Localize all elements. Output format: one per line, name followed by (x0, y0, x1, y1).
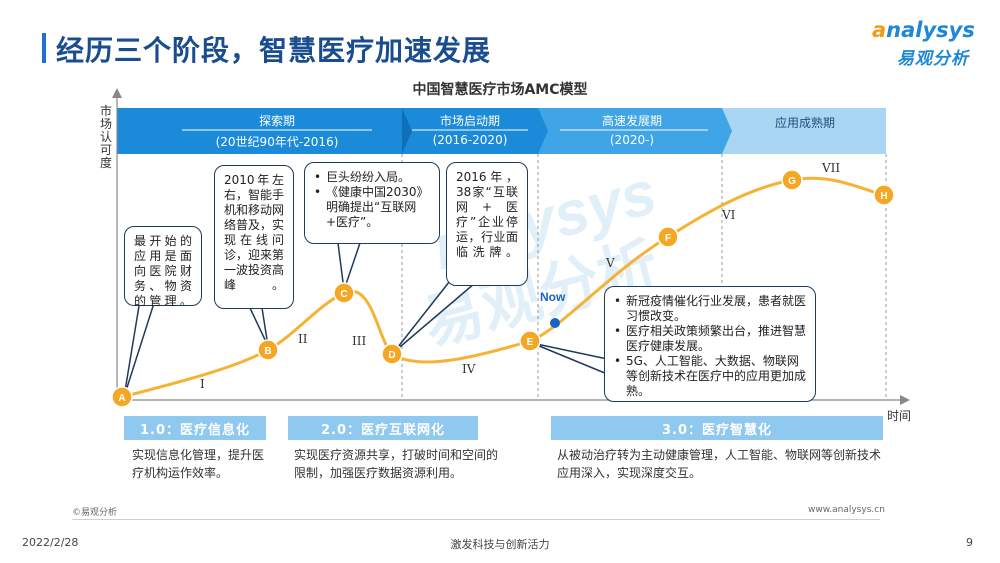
callout-bubble-3: 巨头纷纷入局。 《健康中国2030》明确提出“互联网+医疗”。 (304, 162, 440, 244)
y-axis-label: 市场认可度 (99, 104, 112, 170)
node-G: G (781, 169, 803, 191)
segment-label-1: I (200, 377, 205, 391)
brand-logo: analysys (872, 18, 975, 42)
title-accent-bar (42, 33, 46, 63)
pointer-bubble-5 (531, 342, 613, 377)
callout-bubble-4: 2016年，38家“互联网+医疗”企业停运，行业面临洗牌。 (446, 162, 528, 286)
node-A-label: A (118, 393, 125, 404)
stage-4-name: 应用成熟期 (774, 116, 835, 130)
callout-bubble-5-item-3: 5G、人工智能、大数据、物联网等创新技术在医疗中的应用更加成熟。 (614, 354, 806, 399)
phase-desc-3: 从被动治疗转为主动健康管理，人工智能、物联网等创新技术应用深入，实现深度交互。 (557, 448, 882, 480)
segment-label-4: IV (462, 362, 476, 376)
stage-band-1 (117, 108, 402, 154)
node-E-label: E (527, 337, 534, 348)
phase-label-2: 2.0：医疗互联网化 (288, 416, 478, 440)
callout-bubble-1: 最开始的应用是面向医院财务、物资的管理。 (124, 226, 202, 308)
stage-band-4 (722, 108, 886, 154)
node-F-circle (657, 226, 679, 248)
page-number: 9 (966, 536, 973, 549)
footer-slogan: 激发科技与创新活力 (450, 538, 550, 551)
node-C: C (333, 282, 355, 304)
segment-label-7: VII (821, 161, 840, 175)
callout-bubble-3-item-2: 《健康中国2030》明确提出“互联网+医疗”。 (314, 185, 430, 230)
node-A-circle (111, 386, 133, 408)
stage-2-name: 市场启动期 (439, 114, 500, 128)
callout-bubble-5: 新冠疫情催化行业发展，患者就医习惯改变。 医疗相关政策频繁出台，推进智慧医疗健康… (604, 286, 816, 402)
phase-label-1: 1.0：医疗信息化 (124, 416, 266, 440)
stage-3-period: (2020-) (609, 133, 655, 147)
node-D-circle (381, 343, 403, 365)
node-G-circle (781, 169, 803, 191)
node-B: B (257, 339, 279, 361)
callout-bubble-5-item-2: 医疗相关政策频繁出台，推进智慧医疗健康发展。 (614, 324, 806, 354)
diagram-title: 中国智慧医疗市场AMC模型 (412, 82, 588, 98)
node-D-label: D (388, 350, 395, 361)
phase-label-3: 3.0：医疗智慧化 (551, 416, 883, 440)
stage-arrow-2 (538, 108, 548, 154)
now-marker (550, 318, 560, 328)
x-axis-arrow (900, 395, 910, 405)
node-A: A (111, 386, 133, 408)
x-axis-label: 时间 (887, 409, 912, 423)
node-G-label: G (788, 176, 796, 187)
node-C-label: C (340, 289, 347, 300)
segment-label-6: VI (721, 208, 736, 222)
page-title: 经历三个阶段，智慧医疗加速发展 (56, 34, 492, 67)
y-axis-arrow (112, 88, 122, 98)
node-D: D (381, 343, 403, 365)
callout-bubble-3-item-1: 巨头纷纷入局。 (314, 170, 430, 185)
footer-date: 2022/2/28 (22, 536, 79, 549)
brand-logo-cn: 易观分析 (897, 49, 969, 69)
node-F-label: F (665, 233, 671, 244)
brand-logo-rest: nalysys (886, 18, 975, 42)
node-H-circle (873, 184, 895, 206)
node-F: F (657, 226, 679, 248)
website-url: www.analysys.cn (808, 505, 885, 515)
stage-arrow-1 (402, 108, 412, 154)
copyright-text: ©易观分析 (72, 508, 118, 518)
phase-desc-1: 实现信息化管理，提升医疗机构运作效率。 (132, 448, 265, 480)
node-H: H (873, 184, 895, 206)
stage-band-3 (538, 108, 722, 154)
stage-1-name: 探索期 (258, 114, 295, 128)
stage-1-period: (20世纪90年代-2016) (215, 135, 339, 149)
segment-label-5: V (605, 256, 615, 270)
node-E: E (519, 330, 541, 352)
node-E-circle (519, 330, 541, 352)
now-label: Now (540, 290, 566, 304)
callout-bubble-2: 2010年左右，智能手机和移动网络普及，实现在线问诊，迎来第一波投资高峰。 (214, 165, 294, 309)
pointer-bubble-1 (123, 299, 156, 398)
stage-2-period: (2016-2020) (432, 133, 508, 147)
segment-label-3: III (352, 334, 366, 348)
callout-bubble-5-item-1: 新冠疫情催化行业发展，患者就医习惯改变。 (614, 294, 806, 324)
phase-desc-2: 实现医疗资源共享，打破时间和空间的限制，加强医疗数据资源利用。 (294, 448, 499, 480)
stage-arrow-3 (722, 108, 732, 154)
node-H-label: H (880, 191, 887, 202)
stage-band-2 (402, 108, 538, 154)
footer-divider (72, 519, 880, 520)
segment-label-2: II (298, 332, 308, 346)
node-B-label: B (264, 346, 271, 357)
node-C-circle (333, 282, 355, 304)
stage-3-name: 高速发展期 (601, 114, 662, 128)
brand-logo-a: a (872, 18, 887, 42)
node-B-circle (257, 339, 279, 361)
